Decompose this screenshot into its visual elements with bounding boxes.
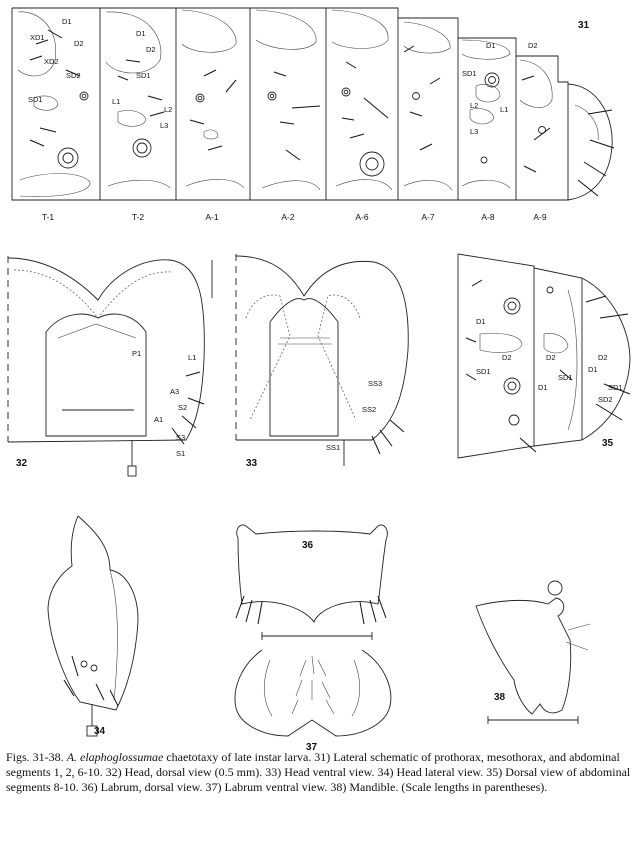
fig33-label-ss2: SS2 bbox=[362, 405, 376, 414]
fig34-head-lateral: 34 bbox=[47, 515, 139, 737]
fig35-label-d1-c: D1 bbox=[588, 365, 598, 374]
fig31-label-d1: D1 bbox=[62, 17, 72, 26]
fig31-label-sd1: SD1 bbox=[28, 95, 43, 104]
fig37-labrum-ventral: 37 bbox=[234, 649, 392, 753]
fig33-label-ss1: SS1 bbox=[326, 443, 340, 452]
fig31-a8-label-l3: L3 bbox=[470, 127, 478, 136]
fig33-head-ventral: SS3 SS2 SS1 33 bbox=[235, 254, 409, 469]
fig35-label-sd1-c: SD1 bbox=[608, 383, 623, 392]
fig36-labrum-dorsal: 36 bbox=[235, 524, 388, 640]
fig33-label-ss3: SS3 bbox=[368, 379, 382, 388]
fig32-label-a1: A1 bbox=[154, 415, 163, 424]
segment-label-t1: T-1 bbox=[42, 212, 55, 222]
fig35-label-sd1-a: SD1 bbox=[476, 367, 491, 376]
fig38-mandible: 38 bbox=[475, 580, 591, 724]
fig32-number: 32 bbox=[16, 458, 28, 469]
fig32-label-s3: S3 bbox=[176, 433, 185, 442]
figure-plate: D1 XD1 D2 XD2 SD2 SD1 D1 D2 SD1 L1 L2 L3… bbox=[7, 7, 631, 753]
fig35-number: 35 bbox=[602, 438, 614, 449]
segment-label-a7: A-7 bbox=[421, 212, 435, 222]
fig31-t2-label-d1: D1 bbox=[136, 29, 146, 38]
fig34-number: 34 bbox=[94, 726, 106, 737]
fig35-label-sd1-b: SD1 bbox=[558, 373, 573, 382]
fig32-label-p1: P1 bbox=[132, 349, 141, 358]
fig31-t2-label-sd1: SD1 bbox=[136, 71, 151, 80]
fig31-t2-label-l2: L2 bbox=[164, 105, 172, 114]
fig35-label-sd2: SD2 bbox=[598, 395, 613, 404]
fig33-number: 33 bbox=[246, 458, 258, 469]
fig31-label-d2: D2 bbox=[74, 39, 84, 48]
caption-prefix: Figs. 31-38. bbox=[6, 750, 67, 764]
fig32-label-s2: S2 bbox=[178, 403, 187, 412]
fig31-label-xd2: XD2 bbox=[44, 57, 59, 66]
fig31-lateral-schematic: D1 XD1 D2 XD2 SD2 SD1 D1 D2 SD1 L1 L2 L3… bbox=[11, 7, 615, 222]
fig31-a8-label-d1: D1 bbox=[486, 41, 496, 50]
fig35-label-d2-a: D2 bbox=[502, 353, 512, 362]
segment-label-a8: A-8 bbox=[481, 212, 495, 222]
fig35-label-d1-b: D1 bbox=[538, 383, 548, 392]
fig31-label-sd2: SD2 bbox=[66, 71, 81, 80]
fig35-label-d2-c: D2 bbox=[598, 353, 608, 362]
segment-label-a6: A-6 bbox=[355, 212, 369, 222]
fig31-t2-label-l3: L3 bbox=[160, 121, 168, 130]
fig37-number: 37 bbox=[306, 742, 318, 753]
fig31-number: 31 bbox=[578, 20, 590, 31]
caption-text: chaetotaxy of late instar larva. 31) Lat… bbox=[6, 750, 631, 794]
fig35-label-d2-b: D2 bbox=[546, 353, 556, 362]
fig36-number: 36 bbox=[302, 540, 314, 551]
fig35-label-d1-a: D1 bbox=[476, 317, 486, 326]
fig35-abdomen-dorsal: D1 D2 SD1 D2 SD1 D1 D2 D1 SD1 SD2 35 bbox=[457, 253, 631, 459]
fig31-a8-label-l1: L1 bbox=[500, 105, 508, 114]
segment-label-t2: T-2 bbox=[132, 212, 145, 222]
segment-label-a1: A-1 bbox=[205, 212, 219, 222]
caption-species: A. elaphoglossumae bbox=[66, 750, 164, 764]
segment-label-a9: A-9 bbox=[533, 212, 547, 222]
fig32-label-s1: S1 bbox=[176, 449, 185, 458]
fig31-a8-label-l2: L2 bbox=[470, 101, 478, 110]
fig32-label-a3: A3 bbox=[170, 387, 179, 396]
fig31-t2-label-d2: D2 bbox=[146, 45, 156, 54]
fig31-a8-label-d2: D2 bbox=[528, 41, 538, 50]
fig32-head-dorsal: P1 L1 A3 S2 A1 S3 S1 32 bbox=[7, 256, 213, 477]
fig32-label-l1: L1 bbox=[188, 353, 196, 362]
fig31-label-xd1: XD1 bbox=[30, 33, 45, 42]
fig31-t2-label-l1: L1 bbox=[112, 97, 120, 106]
segment-label-a2: A-2 bbox=[281, 212, 295, 222]
figure-caption: Figs. 31-38. A. elaphoglossumae chaetota… bbox=[6, 750, 634, 795]
fig38-number: 38 bbox=[494, 692, 506, 703]
fig31-a8-label-sd1: SD1 bbox=[462, 69, 477, 78]
